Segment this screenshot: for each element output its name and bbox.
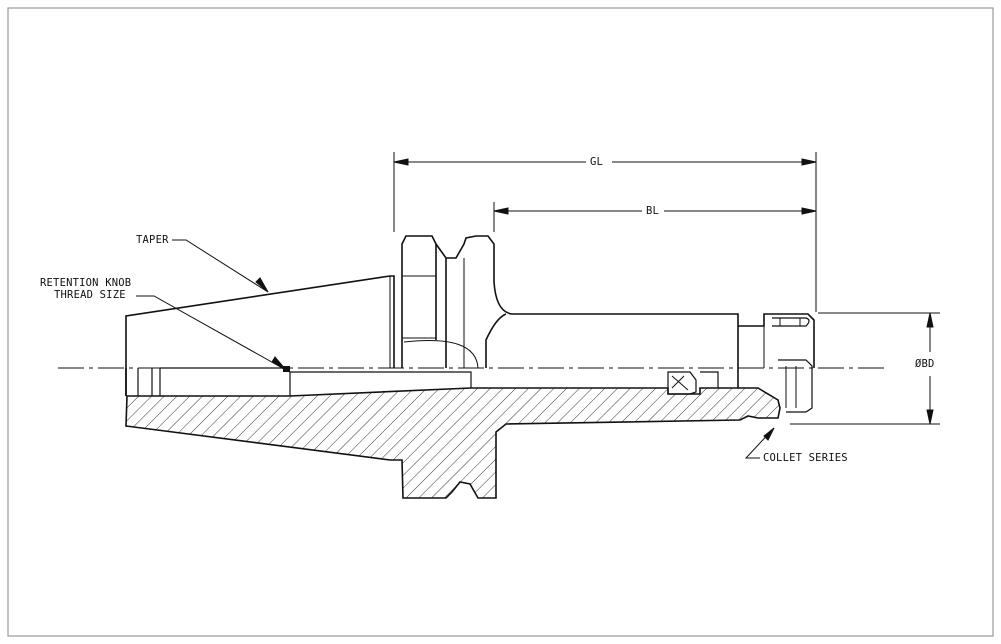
bore-diameter-label: ØBD [915,358,935,370]
bl-label: BL [646,205,660,217]
dimension-gl [393,152,817,312]
dimension-bd [790,312,940,425]
thread-size-label: THREAD SIZE [54,289,126,301]
gl-label: GL [590,156,604,168]
section-hatch [125,387,781,499]
leader-lines [136,239,775,459]
collet-series-label: COLLET SERIES [763,452,848,464]
dimension-bl [493,202,817,232]
knob-marker [283,366,290,372]
holder-outline [125,235,815,413]
drawing-frame [7,7,994,637]
retention-knob-label: RETENTION KNOB [40,277,132,289]
taper-label: TAPER [136,234,169,246]
